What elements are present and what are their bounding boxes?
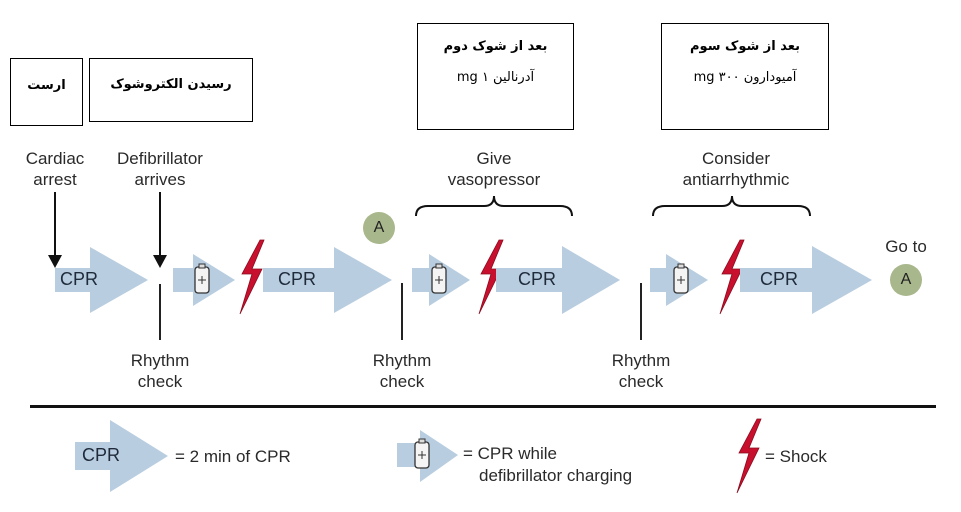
battery-icon <box>194 263 210 294</box>
rhythm-check-line-2 <box>401 283 403 340</box>
rhythm-check-2-line2: check <box>379 372 425 391</box>
label-rhythm-check-1: Rhythm check <box>118 350 202 392</box>
arrest-arrowhead <box>48 255 62 268</box>
charging-arrow-3 <box>650 254 708 306</box>
label-go-to: Go to <box>885 237 927 256</box>
label-rhythm-check-2: Rhythm check <box>360 350 444 392</box>
legend-divider <box>30 405 936 408</box>
box-after-second-shock: بعد از شوک دوم آدرنالین mg ۱ <box>417 23 574 130</box>
label-give-vasopressor: Give vasopressor <box>438 148 550 190</box>
box-defib-arrives-text: رسیدن الکتروشوک <box>110 77 232 92</box>
label-consider-antiarrhythmic-line1: Consider <box>701 149 771 168</box>
label-give-vasopressor-line2: vasopressor <box>447 170 541 189</box>
legend-cpr-arrow <box>75 420 168 492</box>
cpr-arrow-2 <box>263 247 392 313</box>
box-after-second-shock-line1: بعد از شوک دوم <box>443 39 548 54</box>
box-after-third-shock: بعد از شوک سوم آمیودارون mg ۳۰۰ <box>661 23 829 130</box>
rhythm-check-line-3 <box>640 283 642 340</box>
label-defibrillator-arrives-line1: Defibrillator <box>117 149 203 168</box>
box-arrest-text: ارست <box>27 78 66 93</box>
rhythm-check-line-1 <box>159 284 161 340</box>
label-give-vasopressor-line1: Give <box>476 149 512 168</box>
box-after-third-shock-line2: آمیودارون mg ۳۰۰ <box>693 70 797 85</box>
defib-arrowhead <box>153 255 167 268</box>
cpr-arrow-1 <box>55 247 148 313</box>
cpr-label-4: CPR <box>760 269 799 289</box>
brace-antiarrhythmic <box>652 195 811 217</box>
legend-charging-desc-1: = CPR while <box>463 444 558 463</box>
box-after-third-shock-line1: بعد از شوک سوم <box>690 39 800 54</box>
label-rhythm-check-3: Rhythm check <box>599 350 683 392</box>
rhythm-check-3-line1: Rhythm <box>611 351 671 370</box>
box-arrest: ارست <box>10 58 83 126</box>
brace-vasopressor <box>415 195 573 217</box>
legend-cpr-desc: = 2 min of CPR <box>175 447 291 466</box>
legend-shock-icon <box>736 418 762 494</box>
cpr-arrow-3 <box>496 246 620 314</box>
legend-charging-arrow <box>397 430 458 482</box>
cpr-label-3: CPR <box>518 269 557 289</box>
battery-icon <box>431 263 447 294</box>
rhythm-check-3-line2: check <box>618 372 664 391</box>
rhythm-check-1-line1: Rhythm <box>130 351 190 370</box>
box-after-second-shock-line2: آدرنالین mg ۱ <box>456 70 535 85</box>
legend-battery-icon <box>414 438 430 469</box>
charging-arrow-2 <box>412 254 470 306</box>
label-cardiac-arrest-line2: arrest <box>33 170 77 189</box>
battery-icon <box>673 263 689 294</box>
label-consider-antiarrhythmic: Consider antiarrhythmic <box>676 148 796 190</box>
label-cardiac-arrest: Cardiac arrest <box>18 148 92 190</box>
rhythm-check-1-line2: check <box>137 372 183 391</box>
cpr-label-1: CPR <box>60 269 99 289</box>
shock-icon <box>239 239 265 315</box>
box-defib-arrives: رسیدن الکتروشوک <box>89 58 253 122</box>
rhythm-check-2-line1: Rhythm <box>372 351 432 370</box>
cpr-arrow-4 <box>740 246 872 314</box>
label-consider-antiarrhythmic-line2: antiarrhythmic <box>682 170 790 189</box>
label-defibrillator-arrives: Defibrillator arrives <box>105 148 215 190</box>
marker-a: A <box>363 212 395 244</box>
legend-charging-desc-2: defibrillator charging <box>479 466 633 485</box>
charging-arrow-1 <box>173 254 235 306</box>
cpr-label-2: CPR <box>278 269 317 289</box>
marker-go-to-a: A <box>890 264 922 296</box>
legend-cpr-label: CPR <box>82 445 121 465</box>
legend-shock-desc: = Shock <box>765 447 827 466</box>
label-cardiac-arrest-line1: Cardiac <box>25 149 85 168</box>
label-defibrillator-arrives-line2: arrives <box>134 170 186 189</box>
